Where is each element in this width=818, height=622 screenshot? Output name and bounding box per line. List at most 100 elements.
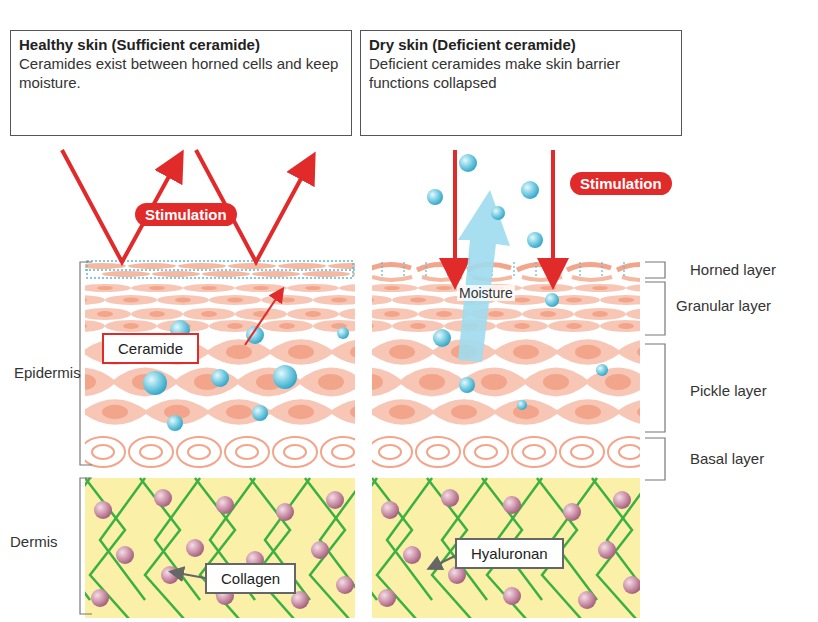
pickle-cell — [522, 368, 590, 397]
cell-nucleus — [410, 323, 426, 329]
water-drop — [337, 327, 349, 339]
cell-nucleus — [226, 345, 252, 359]
granular-cell — [313, 320, 355, 332]
cell-nucleus — [618, 323, 634, 329]
escaping-drop — [521, 181, 539, 199]
ceramide-trace — [425, 262, 426, 278]
granular-cell — [392, 295, 444, 305]
pickle-cell — [329, 339, 355, 365]
cell-nucleus — [637, 405, 640, 419]
escaping-drop — [459, 154, 477, 172]
hyaluronan-ball — [613, 491, 631, 509]
water-drop — [459, 377, 475, 393]
cell-nucleus — [481, 374, 507, 390]
cell-nucleus — [389, 405, 415, 419]
callout-box: Collagen — [205, 563, 296, 594]
cell-nucleus — [513, 345, 539, 359]
cell-nucleus — [97, 286, 113, 290]
granular-cell — [522, 308, 574, 320]
hyaluronan-ball — [578, 591, 596, 609]
horned-cell — [522, 277, 562, 280]
cell-nucleus — [571, 445, 593, 459]
basal-cell — [321, 437, 355, 467]
cell-nucleus — [102, 405, 128, 419]
layer-label: Basal layer — [690, 450, 764, 467]
cell-nucleus — [410, 298, 426, 303]
granular-cell — [372, 295, 392, 305]
hyaluronan-ball — [311, 541, 329, 559]
cell-nucleus — [540, 311, 556, 317]
pickle-cell — [205, 399, 273, 425]
pickle-cell — [329, 399, 355, 425]
cell-nucleus — [540, 286, 556, 290]
granular-cell — [574, 308, 626, 320]
pickle-cell — [267, 399, 335, 425]
horned-cell — [128, 263, 176, 269]
region-label: Dermis — [10, 533, 58, 550]
granular-cell — [372, 320, 392, 332]
cell-nucleus — [331, 298, 347, 303]
dermis-ground — [372, 478, 640, 618]
basal-cell — [129, 437, 173, 467]
box-label: Ceramide — [118, 340, 183, 357]
stimulation-badge: Stimulation — [570, 172, 672, 195]
pickle-cell — [372, 339, 436, 365]
cell-nucleus — [566, 323, 582, 329]
granular-cell — [131, 284, 183, 292]
granular-cell — [131, 308, 183, 320]
box-label: Collagen — [221, 570, 280, 587]
cell-nucleus — [288, 345, 314, 359]
granular-cell — [85, 320, 105, 332]
cell-nucleus — [379, 445, 401, 459]
layer-label: Pickle layer — [690, 382, 767, 399]
hyaluronan-ball — [326, 491, 344, 509]
callout-box: Ceramide — [102, 333, 199, 364]
horned-cell — [278, 263, 326, 269]
cell-nucleus — [350, 345, 355, 359]
hyaluronan-ball — [154, 489, 172, 507]
horned-cell — [252, 271, 300, 277]
cell-nucleus — [288, 405, 314, 419]
horned-cell — [85, 263, 126, 269]
horned-cell — [152, 271, 200, 277]
granular-cell — [496, 320, 548, 332]
horned-cell — [328, 263, 355, 269]
box-body: Deficient ceramides make skin barrier fu… — [369, 54, 673, 92]
pickle-cell — [372, 399, 436, 425]
pickle-cell — [430, 399, 498, 425]
cell-nucleus — [372, 298, 374, 303]
cell-nucleus — [488, 311, 504, 317]
pickle-cell — [297, 368, 355, 397]
box-body: Ceramides exist between horned cells and… — [19, 54, 343, 92]
pickle-cell — [205, 339, 273, 365]
hyaluronan-ball — [598, 541, 616, 559]
cell-nucleus — [419, 374, 445, 390]
cell-nucleus — [305, 286, 321, 290]
cell-nucleus — [350, 405, 355, 419]
granular-cell — [339, 308, 355, 320]
ceramide-trace — [403, 262, 404, 278]
granular-cell — [261, 295, 313, 305]
callout-box: Hyaluronan — [455, 538, 564, 569]
basal-cell — [608, 437, 640, 467]
horned-cell — [617, 264, 640, 270]
granular-cell — [392, 320, 444, 332]
cell-nucleus — [279, 323, 295, 329]
pickle-cell — [554, 399, 622, 425]
granular-cell — [339, 284, 355, 292]
box-label: Stimulation — [580, 175, 662, 192]
horned-cell — [178, 263, 226, 269]
collagen-fiber — [372, 478, 377, 600]
cell-nucleus — [427, 445, 449, 459]
collagen-fiber — [320, 478, 355, 600]
granular-cell — [372, 284, 418, 292]
granular-cell — [105, 295, 157, 305]
granular-cell — [209, 295, 261, 305]
cell-nucleus — [226, 405, 252, 419]
ceramide-trace — [557, 262, 558, 278]
water-drop — [252, 405, 268, 421]
granular-cell — [235, 284, 287, 292]
cell-nucleus — [123, 298, 139, 303]
cell-nucleus — [523, 445, 545, 459]
horned-cell — [572, 277, 612, 280]
